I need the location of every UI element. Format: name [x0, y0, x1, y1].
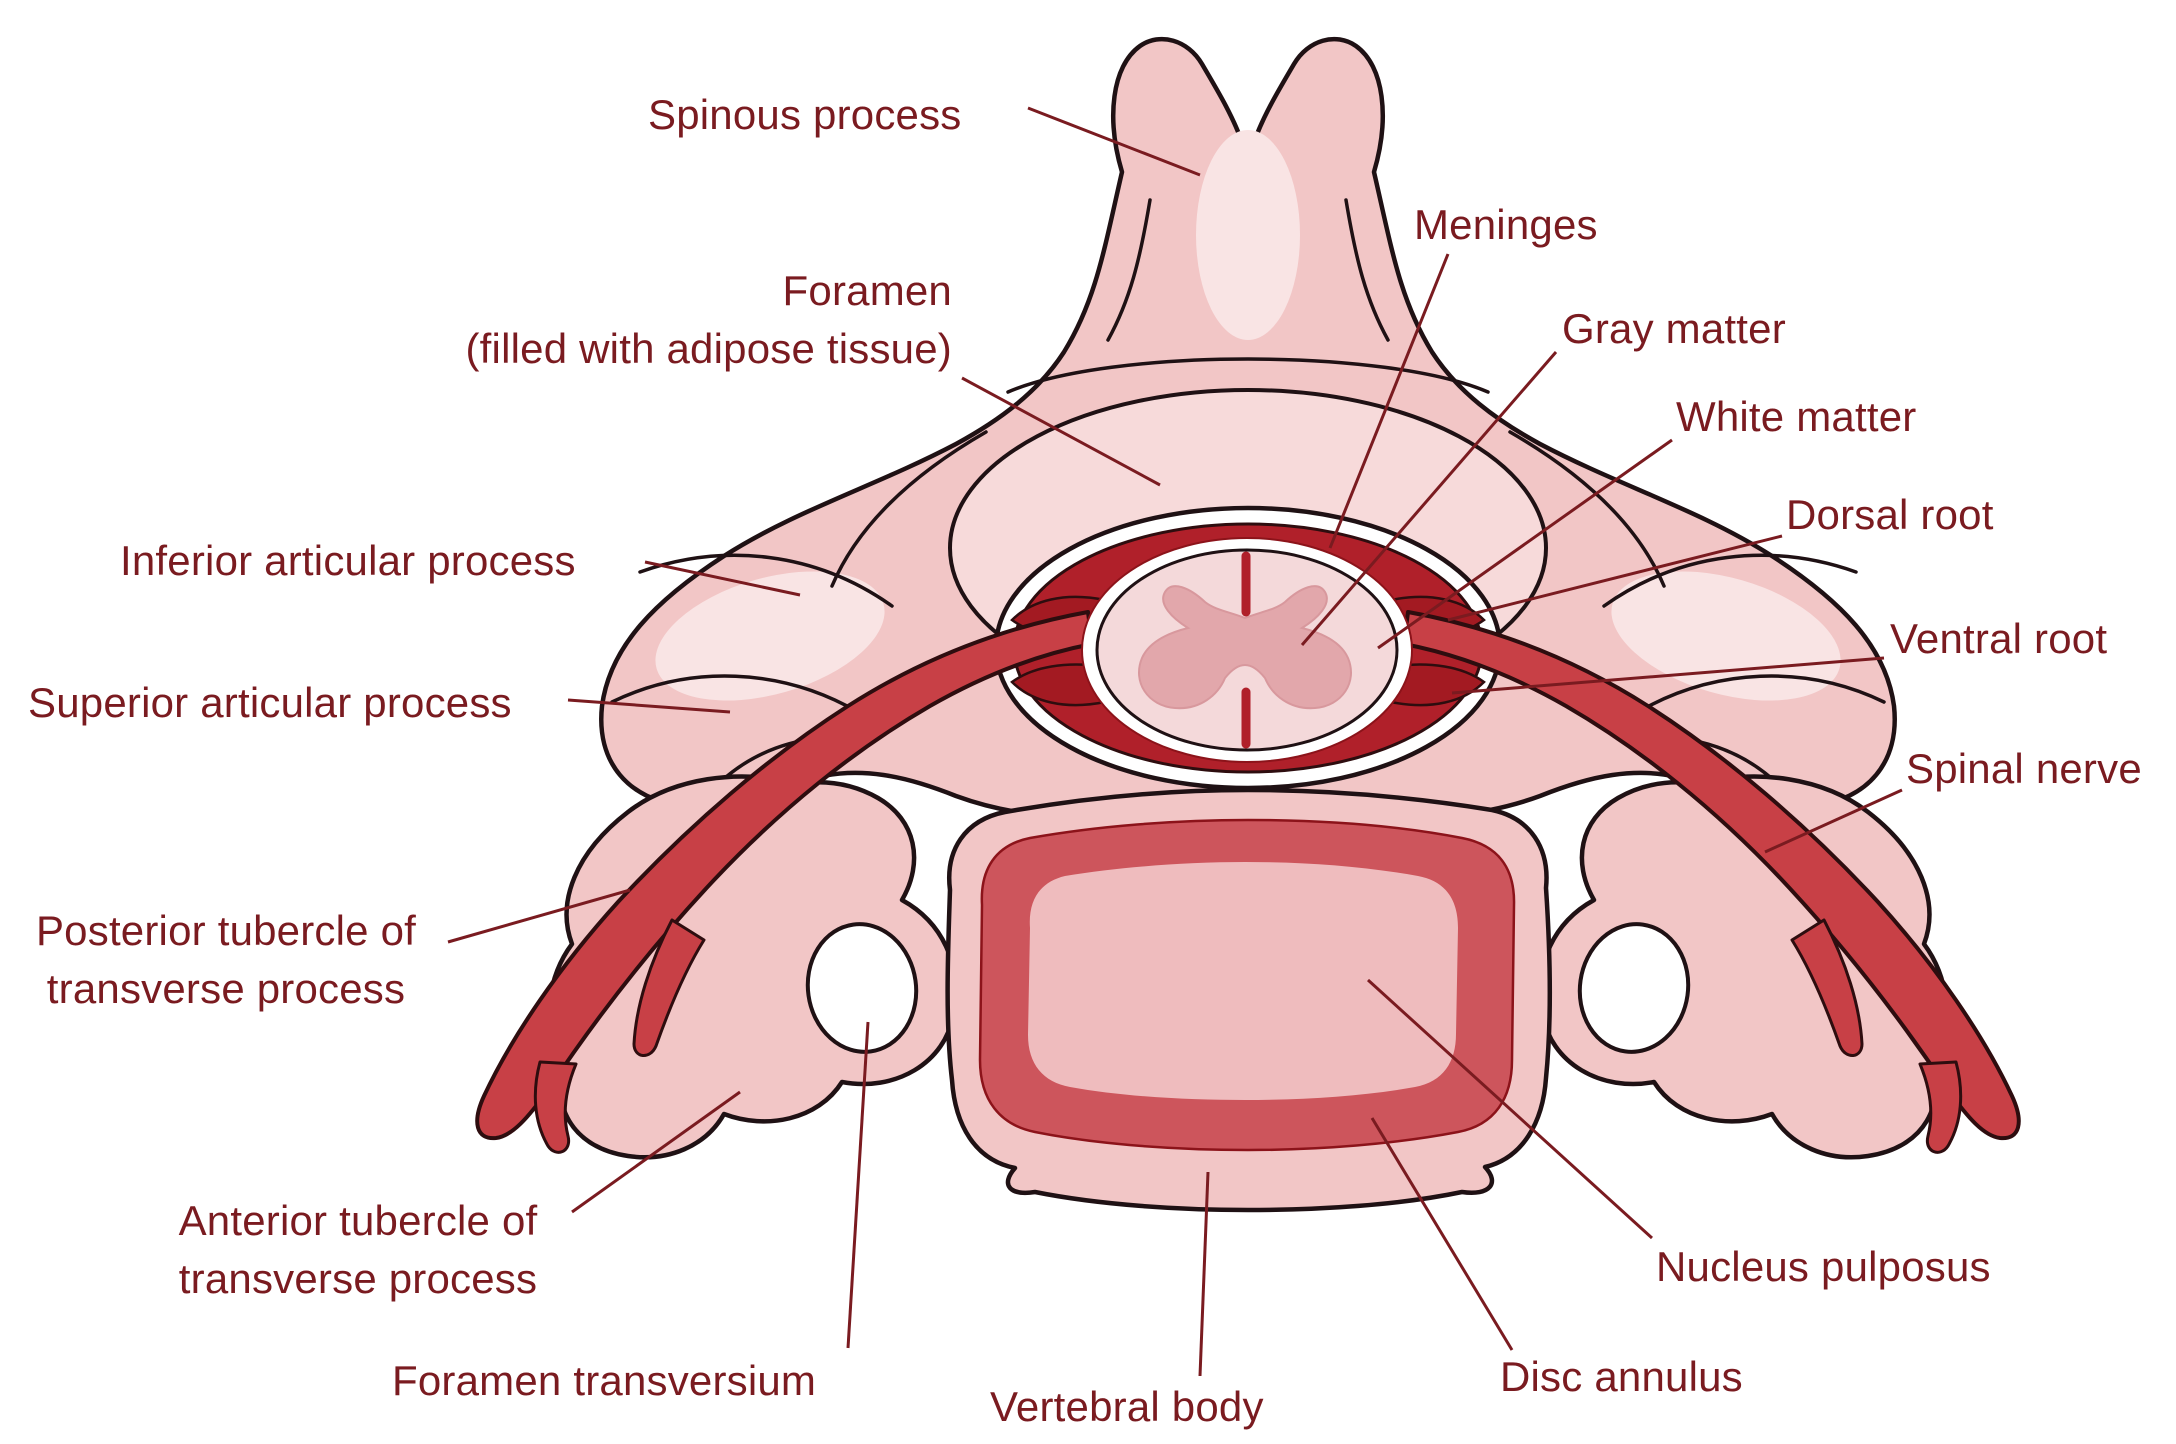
label-dorsal-root: Dorsal root — [1786, 491, 1994, 538]
spinal-nerve-right-fork — [1918, 1060, 1963, 1154]
nucleus-pulposus — [1028, 862, 1458, 1100]
leader-foramen-transversium — [846, 1021, 870, 1349]
leader-spinous-process — [1027, 106, 1201, 177]
leader-ventral-root — [1451, 656, 1885, 695]
spinal-nerve-left-branch — [632, 918, 706, 1057]
label-white-matter: White matter — [1676, 393, 1917, 440]
label-foramen: Foramen (filled with adipose tissue) — [465, 267, 952, 372]
superior-articular-contour-right — [1636, 674, 1886, 714]
foramen-transversium-left — [805, 922, 919, 1054]
foramen-transversium-right — [1577, 922, 1691, 1054]
leader-nucleus-pulposus — [1366, 978, 1654, 1240]
label-inferior-articular: Inferior articular process — [120, 537, 576, 584]
arch-contour-left — [830, 430, 988, 588]
leader-meninges — [1328, 253, 1450, 549]
leader-white-matter — [1377, 438, 1673, 650]
inferior-articular-contour-right — [1602, 553, 1858, 608]
leader-superior-articular — [567, 698, 731, 714]
label-gray-matter: Gray matter — [1562, 305, 1786, 352]
leader-inferior-articular — [644, 560, 801, 597]
label-nucleus-pulposus: Nucleus pulposus — [1656, 1243, 1991, 1290]
spinous-crease-right — [1344, 198, 1390, 342]
label-spinous-process: Spinous process — [648, 91, 962, 138]
leader-posterior-tubercle — [447, 888, 631, 944]
leader-disc-annulus — [1370, 1117, 1514, 1351]
leader-lines — [447, 106, 1903, 1377]
label-posterior-tubercle: Posterior tubercle of transverse process — [35, 907, 417, 1012]
spinal-canal-group — [475, 388, 2021, 1154]
arch-top-contour — [1006, 357, 1490, 394]
label-ventral-root: Ventral root — [1890, 615, 2108, 662]
lateral-mass-highlight-left — [655, 571, 885, 701]
leader-anterior-tubercle — [571, 1090, 741, 1214]
label-meninges: Meninges — [1414, 201, 1598, 248]
spinal-nerve-left-fork — [533, 1060, 578, 1154]
leader-dorsal-root — [1447, 534, 1783, 622]
label-foramen-transversium: Foramen transversium — [392, 1357, 817, 1404]
label-superior-articular: Superior articular process — [28, 679, 512, 726]
leader-foramen — [961, 376, 1161, 487]
spinal-nerve-right-branch — [1790, 918, 1864, 1057]
label-anterior-tubercle: Anterior tubercle of transverse process — [178, 1197, 538, 1302]
label-vertebral-body: Vertebral body — [990, 1383, 1264, 1430]
leader-gray-matter — [1300, 351, 1558, 646]
lateral-mass-highlight-right — [1611, 571, 1841, 701]
arch-contour-right — [1508, 430, 1666, 588]
disc-group — [978, 818, 1516, 1152]
spinous-crease-left — [1106, 198, 1152, 342]
label-spinal-nerve: Spinal nerve — [1906, 745, 2142, 792]
leader-spinal-nerve — [1764, 788, 1903, 854]
gray-matter — [1138, 585, 1352, 710]
leader-vertebral-body — [1198, 1171, 1210, 1377]
superior-articular-contour-left — [610, 674, 860, 714]
spinous-stem-highlight — [1196, 130, 1300, 340]
inferior-articular-contour-left — [638, 553, 894, 608]
label-disc-annulus: Disc annulus — [1500, 1353, 1743, 1400]
